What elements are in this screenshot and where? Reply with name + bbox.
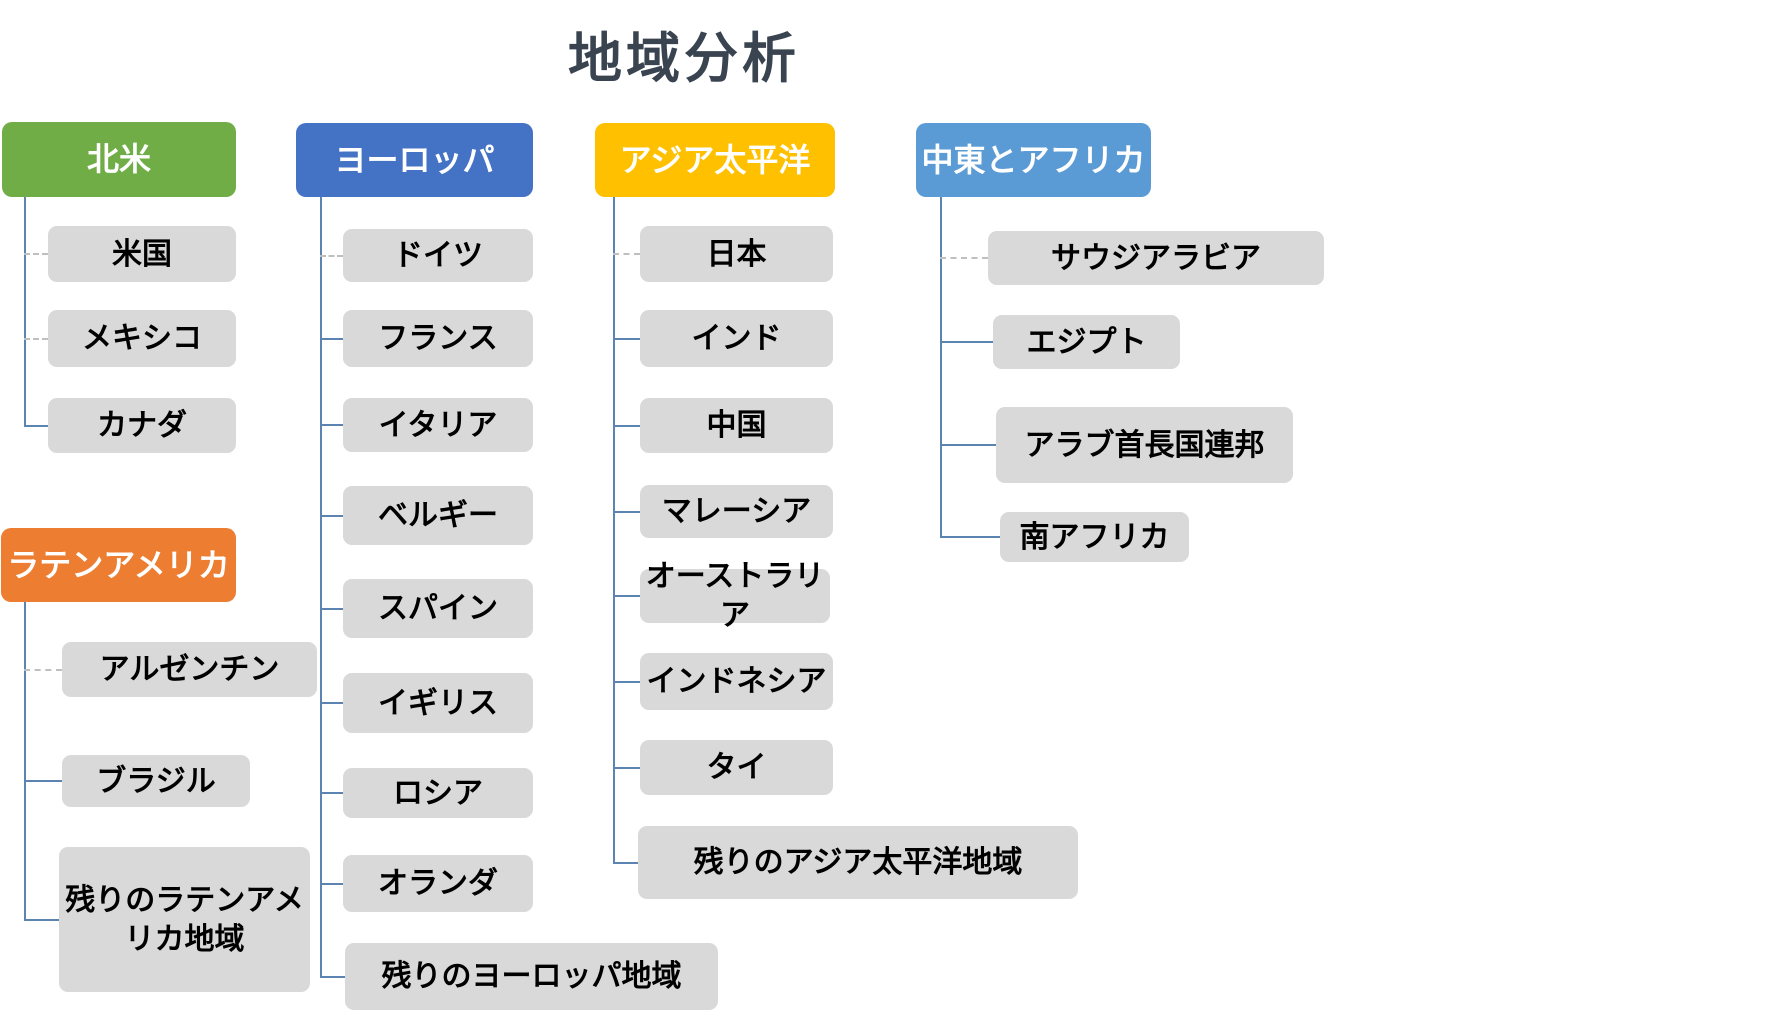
connector-asia-pacific-indonesia bbox=[613, 680, 640, 683]
node-egypt: エジプト bbox=[993, 315, 1180, 369]
connector-europe-belgium bbox=[320, 514, 343, 517]
connector-latin-america-argentina bbox=[24, 668, 62, 671]
group-header-label: ラテンアメリカ bbox=[7, 546, 230, 583]
node-label: メキシコ bbox=[82, 322, 202, 355]
node-label: 残りのヨーロッパ地域 bbox=[381, 960, 682, 993]
connector-north-america-mexico bbox=[24, 337, 48, 340]
node-mexico: メキシコ bbox=[48, 310, 236, 367]
connector-middle-east-africa-saudi-arabia bbox=[940, 257, 988, 259]
node-rest-of-asia-pacific: 残りのアジア太平洋地域 bbox=[638, 826, 1078, 899]
node-label: ベルギー bbox=[378, 499, 498, 532]
connector-latin-america-brazil bbox=[24, 780, 62, 782]
node-spain: スパイン bbox=[343, 579, 533, 638]
node-label: アラブ首長国連邦 bbox=[1024, 428, 1265, 462]
node-label: オーストラリア bbox=[645, 560, 825, 632]
connector-trunk-asia-pacific bbox=[613, 197, 615, 864]
node-usa: 米国 bbox=[48, 226, 236, 282]
group-header-label: ヨーロッパ bbox=[334, 141, 495, 178]
connector-asia-pacific-india bbox=[613, 337, 640, 340]
node-label: ドイツ bbox=[393, 239, 483, 272]
group-header-label: 北米 bbox=[86, 141, 151, 178]
node-japan: 日本 bbox=[640, 226, 833, 282]
group-header-label: 中東とアフリカ bbox=[921, 141, 1146, 178]
node-label: インドネシア bbox=[646, 665, 827, 698]
node-label: エジプト bbox=[1026, 325, 1147, 359]
node-rest-of-latin-america: 残りのラテンアメリカ地域 bbox=[59, 847, 310, 992]
connector-asia-pacific-china bbox=[613, 424, 640, 427]
node-label: 中国 bbox=[706, 409, 767, 442]
node-malaysia: マレーシア bbox=[640, 485, 833, 538]
node-label: スパイン bbox=[378, 592, 498, 625]
node-saudi-arabia: サウジアラビア bbox=[988, 231, 1324, 285]
connector-middle-east-africa-south-africa bbox=[940, 536, 1000, 538]
node-label: イギリス bbox=[378, 686, 498, 720]
group-header-middle-east-africa: 中東とアフリカ bbox=[916, 123, 1151, 197]
node-label: ロシア bbox=[393, 776, 483, 810]
node-label: インド bbox=[691, 322, 782, 355]
connector-latin-america-rest-of-latin-america bbox=[24, 918, 59, 921]
node-brazil: ブラジル bbox=[62, 755, 250, 807]
connector-asia-pacific-rest-of-asia-pacific bbox=[613, 861, 638, 864]
connector-trunk-europe bbox=[320, 197, 322, 978]
connector-middle-east-africa-uae bbox=[940, 444, 996, 446]
connector-middle-east-africa-egypt bbox=[940, 341, 993, 343]
node-india: インド bbox=[640, 310, 833, 367]
group-header-europe: ヨーロッパ bbox=[296, 123, 533, 197]
connector-trunk-middle-east-africa bbox=[940, 197, 942, 538]
node-label: アルゼンチン bbox=[99, 653, 280, 686]
node-label: 残りのアジア太平洋地域 bbox=[693, 846, 1023, 879]
group-header-label: アジア太平洋 bbox=[619, 141, 811, 178]
node-label: 米国 bbox=[112, 237, 172, 271]
connector-europe-spain bbox=[320, 607, 343, 610]
node-russia: ロシア bbox=[343, 768, 533, 818]
node-label: 南アフリカ bbox=[1019, 520, 1170, 554]
node-australia: オーストラリア bbox=[640, 560, 830, 632]
page-title: 地域分析 bbox=[568, 29, 800, 89]
node-label: 日本 bbox=[706, 237, 767, 271]
node-south-africa: 南アフリカ bbox=[1000, 512, 1189, 562]
connector-europe-uk bbox=[320, 702, 343, 704]
node-italy: イタリア bbox=[343, 398, 533, 452]
connector-europe-netherlands bbox=[320, 882, 343, 885]
connector-asia-pacific-thailand bbox=[613, 766, 640, 769]
node-canada: カナダ bbox=[48, 398, 236, 453]
node-label: タイ bbox=[706, 751, 767, 784]
connector-europe-italy bbox=[320, 424, 343, 426]
node-label: カナダ bbox=[97, 409, 187, 442]
group-header-asia-pacific: アジア太平洋 bbox=[595, 123, 835, 197]
node-thailand: タイ bbox=[640, 740, 833, 795]
node-france: フランス bbox=[343, 310, 533, 367]
node-germany: ドイツ bbox=[343, 229, 533, 282]
connector-europe-russia bbox=[320, 792, 343, 794]
connector-trunk-north-america bbox=[24, 197, 26, 427]
connector-asia-pacific-japan bbox=[613, 253, 640, 255]
connector-north-america-canada bbox=[24, 424, 48, 427]
node-label: マレーシア bbox=[661, 495, 812, 528]
node-label: サウジアラビア bbox=[1051, 241, 1261, 275]
node-indonesia: インドネシア bbox=[640, 653, 833, 710]
node-argentina: アルゼンチン bbox=[62, 642, 317, 697]
node-uk: イギリス bbox=[343, 673, 533, 733]
node-rest-of-europe: 残りのヨーロッパ地域 bbox=[345, 943, 718, 1010]
group-header-north-america: 北米 bbox=[2, 122, 236, 197]
connector-north-america-usa bbox=[24, 253, 48, 255]
node-netherlands: オランダ bbox=[343, 855, 533, 912]
node-label: イタリア bbox=[378, 408, 498, 442]
connector-asia-pacific-australia bbox=[613, 595, 640, 597]
node-label: 残りのラテンアメリカ地域 bbox=[65, 883, 304, 956]
node-label: フランス bbox=[378, 322, 498, 355]
node-belgium: ベルギー bbox=[343, 486, 533, 545]
connector-europe-germany bbox=[320, 254, 343, 257]
connector-trunk-latin-america bbox=[24, 602, 26, 921]
connector-europe-rest-of-europe bbox=[320, 975, 345, 978]
node-label: オランダ bbox=[378, 867, 498, 900]
node-uae: アラブ首長国連邦 bbox=[996, 407, 1293, 483]
connector-europe-france bbox=[320, 337, 343, 340]
node-label: ブラジル bbox=[96, 764, 216, 798]
group-header-latin-america: ラテンアメリカ bbox=[1, 528, 236, 602]
connector-asia-pacific-malaysia bbox=[613, 510, 640, 513]
node-china: 中国 bbox=[640, 398, 833, 453]
